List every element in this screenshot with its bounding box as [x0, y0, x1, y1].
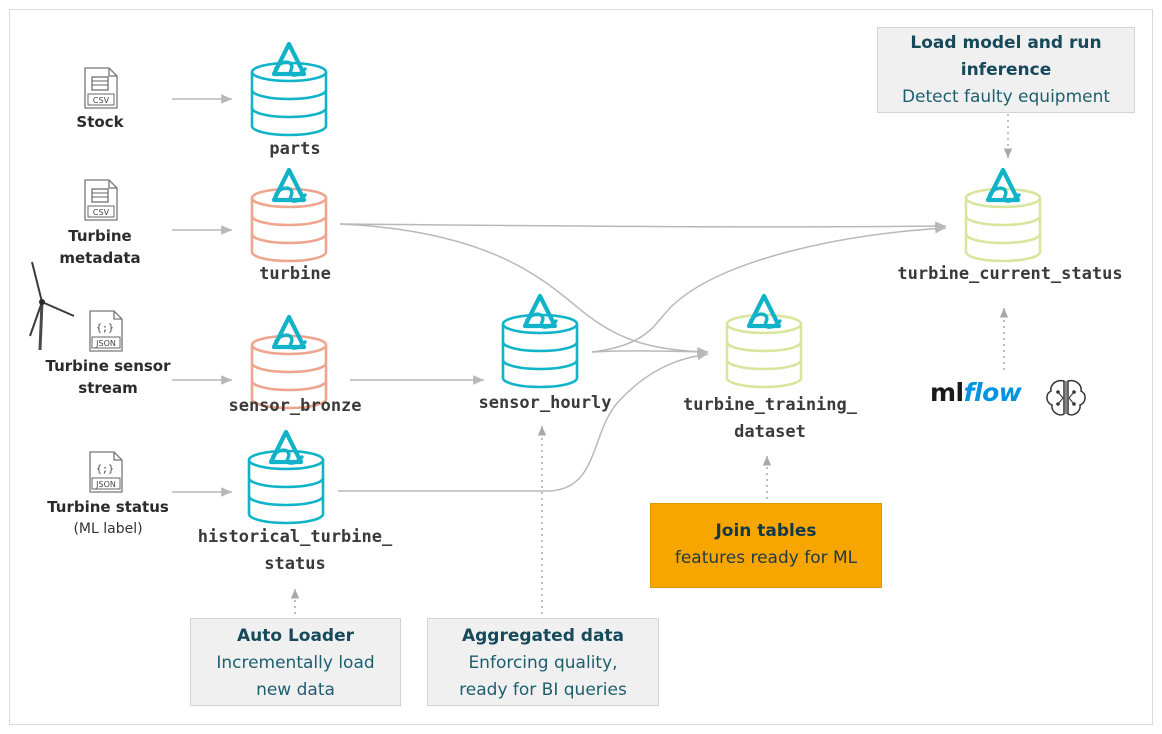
- json-file-icon: {;} JSON: [89, 451, 123, 493]
- box-title: Load model and run: [910, 33, 1102, 53]
- box-title: Join tables: [715, 521, 817, 541]
- box-text: ready for BI queries: [459, 680, 627, 700]
- json-file-icon: {;} JSON: [89, 310, 123, 352]
- source-label-line: Turbine sensor: [45, 357, 171, 375]
- source-label-stock: Stock: [40, 111, 160, 133]
- svg-text:JSON: JSON: [95, 480, 116, 489]
- wind-turbine-icon: [29, 261, 75, 351]
- svg-text:CSV: CSV: [93, 96, 110, 105]
- box-title: Auto Loader: [236, 626, 355, 646]
- ai-brain-icon: [1046, 379, 1086, 416]
- historical-status-table-icon: [247, 429, 325, 525]
- csv-file-icon: CSV: [84, 67, 118, 109]
- box-title: inference: [960, 60, 1052, 80]
- source-label-line: Turbine status: [47, 498, 169, 516]
- auto-loader-box: Auto Loader Incrementally load new data: [190, 618, 401, 706]
- table-label-text: turbine: [259, 264, 331, 284]
- inference-box: Load model and run inference Detect faul…: [877, 27, 1135, 113]
- source-label-turbine-metadata: Turbine metadata: [40, 225, 160, 269]
- parts-table-icon: [250, 41, 328, 137]
- svg-text:{;}: {;}: [96, 323, 114, 334]
- box-text: Incrementally load: [216, 653, 375, 673]
- table-label-turbine-training-dataset: turbine_training_ dataset: [660, 392, 880, 446]
- source-label-line: stream: [78, 379, 138, 397]
- training-dataset-table-icon: [725, 293, 803, 389]
- current-status-table-icon: [964, 167, 1042, 263]
- table-label-sensor-bronze: sensor_bronze: [180, 393, 410, 420]
- csv-file-icon: CSV: [84, 179, 118, 221]
- mlflow-logo: mlflow: [930, 378, 1022, 407]
- table-label-line: turbine_training_: [683, 395, 857, 415]
- source-label-text: Stock: [76, 113, 124, 131]
- box-text: features ready for ML: [674, 548, 858, 568]
- table-label-line: dataset: [734, 422, 806, 442]
- table-label-line: historical_turbine_: [197, 527, 393, 547]
- aggregated-data-box: Aggregated data Enforcing quality, ready…: [427, 618, 659, 706]
- box-text: new data: [256, 680, 335, 700]
- table-label-text: turbine_current_status: [897, 264, 1123, 284]
- svg-text:{;}: {;}: [96, 464, 114, 475]
- source-label-line: Turbine: [68, 227, 132, 245]
- box-title: Aggregated data: [461, 626, 625, 646]
- source-sublabel: (ML label): [73, 521, 143, 537]
- table-label-historical-turbine-status: historical_turbine_ status: [170, 524, 420, 578]
- source-label-line: metadata: [59, 249, 141, 267]
- arrow-hourly-to-current-status: [591, 223, 947, 353]
- table-label-text: sensor_bronze: [228, 396, 362, 416]
- diagram-frame: [9, 9, 1153, 725]
- arrow-historical-to-training: [338, 350, 709, 492]
- box-text: Detect faulty equipment: [901, 87, 1111, 107]
- table-label-turbine-current-status: turbine_current_status: [880, 261, 1140, 288]
- table-label-sensor-hourly: sensor_hourly: [440, 390, 650, 417]
- sensor-hourly-table-icon: [501, 293, 579, 389]
- arrow-turbine-to-current-status: [339, 221, 947, 231]
- source-label-turbine-status: Turbine status (ML label): [38, 496, 178, 540]
- join-tables-box: Join tables features ready for ML: [650, 503, 882, 588]
- svg-text:CSV: CSV: [93, 208, 110, 217]
- sensor-bronze-table-icon: [250, 314, 328, 410]
- arrow-turbine-to-training: [339, 223, 709, 357]
- mlflow-logo-flow: flow: [963, 378, 1022, 407]
- mlflow-logo-ml: ml: [930, 378, 964, 407]
- table-label-text: parts: [269, 139, 321, 159]
- box-text: Enforcing quality,: [468, 653, 618, 673]
- table-label-line: status: [264, 554, 326, 574]
- table-label-turbine: turbine: [190, 261, 400, 288]
- svg-text:JSON: JSON: [95, 339, 116, 348]
- turbine-table-icon: [250, 167, 328, 263]
- source-label-turbine-sensor-stream: Turbine sensor stream: [38, 355, 178, 399]
- table-label-text: sensor_hourly: [478, 393, 612, 413]
- table-label-parts: parts: [190, 136, 400, 163]
- arrow-hourly-to-training: [591, 346, 709, 357]
